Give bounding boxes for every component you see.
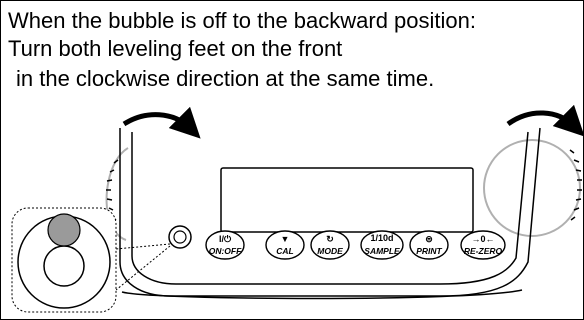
svg-text:SAMPLE: SAMPLE bbox=[364, 246, 400, 256]
instruction-line-2: Turn both leveling feet on the front bbox=[8, 36, 343, 61]
svg-text:ON:OFF: ON:OFF bbox=[209, 246, 242, 256]
down-triangle-icon: ▼ bbox=[281, 234, 290, 244]
left-clockwise-arrow-icon bbox=[122, 106, 201, 139]
key-print-button[interactable]: ⊜ PRINT bbox=[409, 230, 449, 260]
callout-lines bbox=[115, 243, 171, 291]
instruction-line-3: in the clockwise direction at the same t… bbox=[16, 66, 435, 91]
balance-body bbox=[119, 127, 541, 300]
key-sample-button[interactable]: 1/10d SAMPLE bbox=[360, 230, 404, 260]
key-on-off-button[interactable]: I/⏻ ON:OFF bbox=[205, 230, 245, 260]
display-window bbox=[220, 167, 474, 233]
key-cal-button[interactable]: ▼ CAL bbox=[265, 230, 305, 260]
svg-text:1/10d: 1/10d bbox=[370, 233, 393, 243]
key-re-zero-button[interactable]: →0← RE-ZERO bbox=[460, 230, 506, 260]
level-bubble bbox=[47, 213, 81, 247]
cycle-icon: ↻ bbox=[326, 234, 334, 244]
power-icon: I/⏻ bbox=[219, 234, 232, 244]
right-clockwise-arrow-icon bbox=[506, 104, 584, 137]
svg-text:RE-ZERO: RE-ZERO bbox=[464, 246, 503, 256]
print-icon: ⊜ bbox=[425, 234, 433, 244]
level-vial bbox=[168, 225, 192, 249]
instruction-line-1: When the bubble is off to the backward p… bbox=[8, 8, 476, 33]
svg-text:MODE: MODE bbox=[317, 246, 343, 256]
svg-text:PRINT: PRINT bbox=[416, 246, 442, 256]
key-mode-button[interactable]: ↻ MODE bbox=[310, 230, 350, 260]
svg-text:CAL: CAL bbox=[276, 246, 293, 256]
right-leveling-foot[interactable] bbox=[483, 139, 582, 237]
zero-icon: →0← bbox=[471, 234, 494, 244]
level-indicator-magnified bbox=[11, 207, 117, 313]
